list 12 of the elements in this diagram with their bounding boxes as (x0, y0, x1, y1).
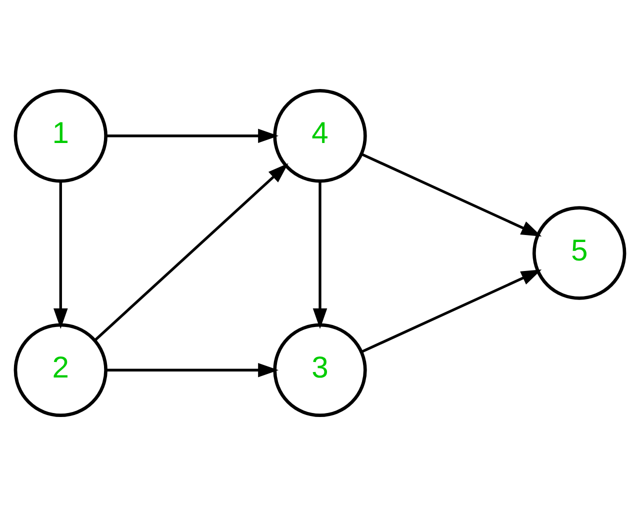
arrow (361, 152, 542, 236)
arrow (106, 128, 279, 143)
node-circle: 4 (273, 88, 367, 182)
arrow (53, 181, 68, 328)
arrow (106, 362, 279, 377)
arrow (94, 162, 288, 341)
node-circle: 1 (14, 88, 108, 182)
arrow (361, 268, 542, 353)
node-circle: 3 (273, 322, 367, 416)
node-circle: 2 (14, 322, 108, 416)
node-circle: 5 (532, 206, 626, 300)
arrow (312, 181, 328, 328)
